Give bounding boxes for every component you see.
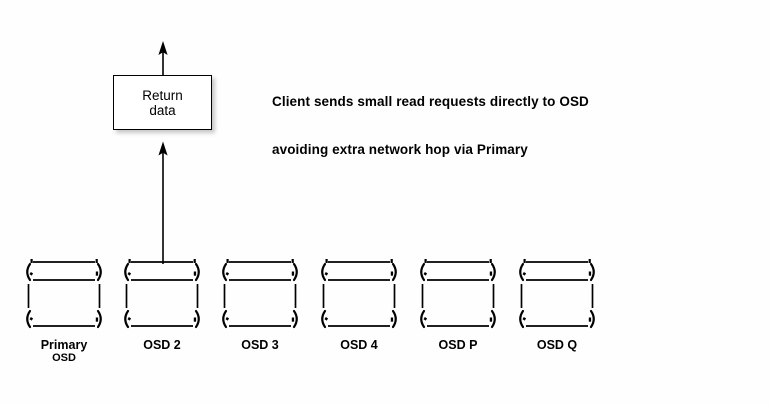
node-label-main: OSD 2 xyxy=(143,338,181,352)
return-data-label-line2: data xyxy=(149,102,176,118)
cylinder-icon xyxy=(214,258,306,334)
node-osd-2[interactable]: OSD 2 xyxy=(116,258,208,352)
node-label-main: OSD Q xyxy=(536,338,578,352)
annotation-line-1: Client sends small read requests directl… xyxy=(272,94,589,109)
node-osd-4[interactable]: OSD 4 xyxy=(313,258,405,352)
node-label-main: OSD 4 xyxy=(340,338,378,352)
cylinder-icon xyxy=(18,258,110,334)
cylinder-icon xyxy=(116,258,208,334)
node-label-main: OSD P xyxy=(438,338,478,352)
node-osd-3[interactable]: OSD 3 xyxy=(214,258,306,352)
node-osd-p[interactable]: OSD P xyxy=(412,258,504,352)
cylinder-icon xyxy=(412,258,504,334)
node-label: OSD 2 xyxy=(116,338,208,352)
arrow-from-primary-osd-icon xyxy=(158,141,168,264)
cylinder-icon xyxy=(313,258,405,334)
arrow-to-client-icon xyxy=(158,41,168,80)
node-label-main: Primary xyxy=(40,338,88,352)
node-label: OSD P xyxy=(412,338,504,352)
node-label: OSD Q xyxy=(511,338,603,352)
node-label: OSD 3 xyxy=(214,338,306,352)
node-label-main: OSD 3 xyxy=(241,338,279,352)
annotation-line-2: avoiding extra network hop via Primary xyxy=(272,142,528,157)
return-data-box: Return data xyxy=(113,75,212,130)
node-label: OSD 4 xyxy=(313,338,405,352)
annotation-text: Client sends small read requests directl… xyxy=(272,62,589,190)
return-data-label-line1: Return xyxy=(142,87,183,103)
node-label: Primary OSD xyxy=(18,338,110,365)
node-primary-osd[interactable]: Primary OSD xyxy=(18,258,110,364)
node-osd-q[interactable]: OSD Q xyxy=(511,258,603,352)
node-label-sub: OSD xyxy=(52,352,76,364)
cylinder-icon xyxy=(511,258,603,334)
